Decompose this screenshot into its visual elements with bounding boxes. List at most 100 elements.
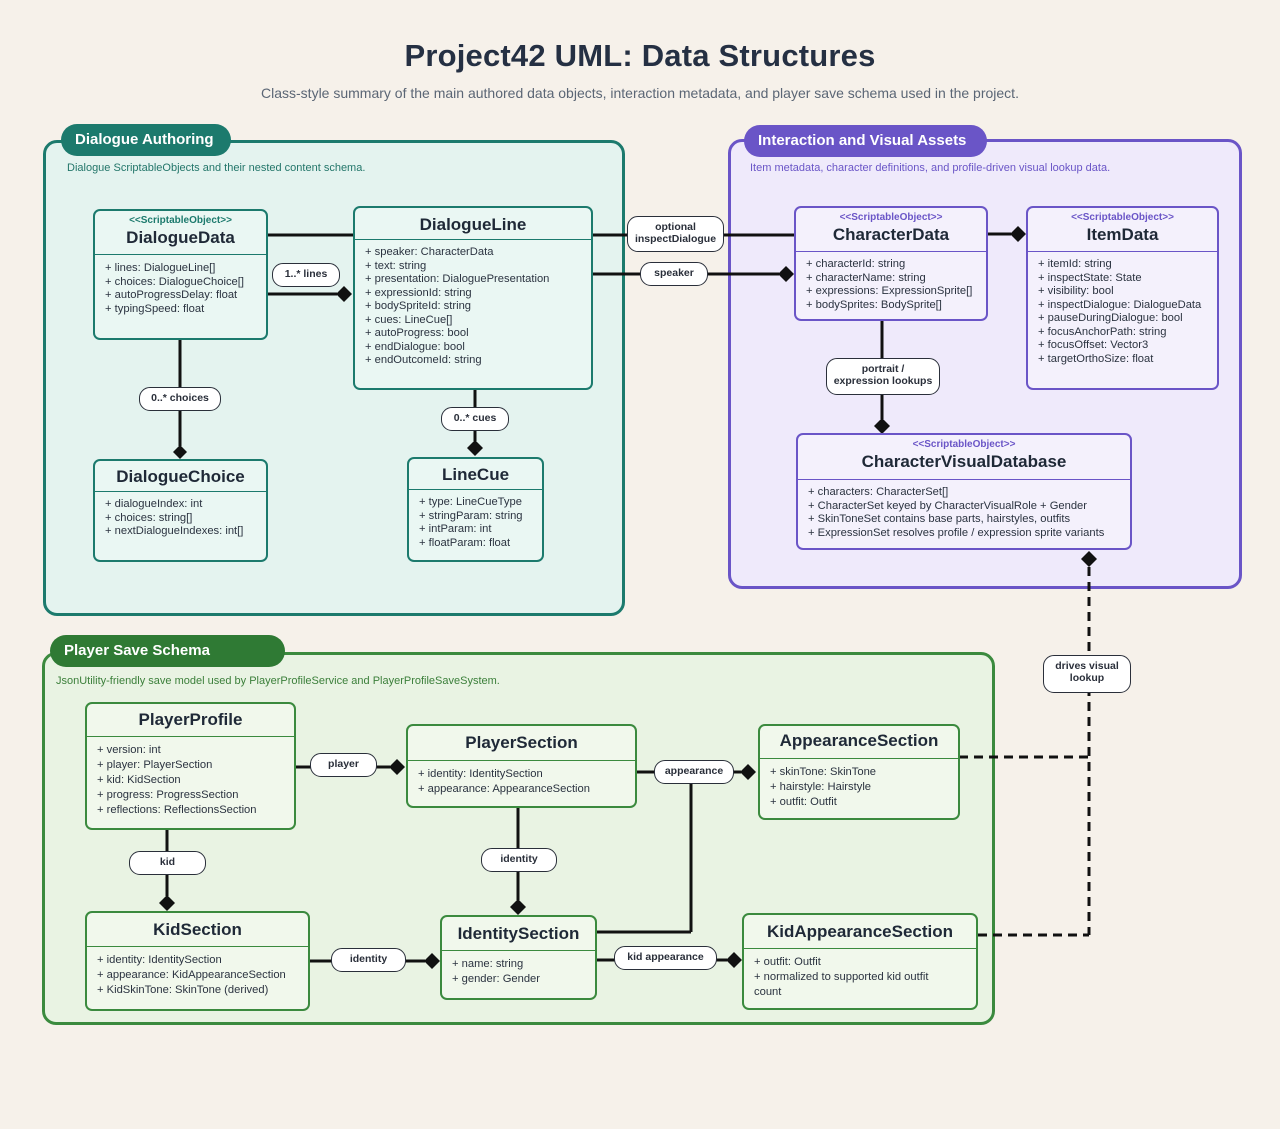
- class-name: DialogueChoice: [116, 467, 245, 486]
- class-kid-section: KidSection + identity: IdentitySection +…: [85, 911, 310, 1011]
- relation-label-line: lookup: [1069, 672, 1105, 684]
- attribute: + SkinToneSet contains base parts, hairs…: [808, 513, 1071, 525]
- attribute: + cues: LineCue[]: [365, 313, 453, 326]
- relation-label-lines: 1..* lines: [272, 263, 340, 287]
- attribute: + inspectDialogue: DialogueData: [1038, 298, 1202, 311]
- class-player-section: PlayerSection + identity: IdentitySectio…: [406, 724, 637, 808]
- attribute: + bodySprites: BodySprite[]: [806, 298, 942, 311]
- stereotype-label: <<ScriptableObject>>: [1071, 212, 1174, 223]
- attribute: + type: LineCueType: [419, 496, 522, 508]
- relation-label-kid-appearance: kid appearance: [614, 946, 717, 970]
- diamond-marker: [389, 759, 405, 775]
- diamond-marker: [740, 764, 756, 780]
- attribute: + expressions: ExpressionSprite[]: [806, 285, 973, 297]
- attribute: + version: int: [97, 744, 161, 756]
- relation-label-speaker: speaker: [640, 262, 708, 286]
- relation-label-optional-inspect-dialogue: optional inspectDialogue: [627, 216, 724, 252]
- attribute: + characterName: string: [806, 271, 926, 284]
- attribute: + choices: string[]: [105, 511, 193, 524]
- attribute: + reflections: ReflectionsSection: [97, 804, 257, 816]
- attribute: + ExpressionSet resolves profile / expre…: [808, 526, 1105, 539]
- relation-label-line: optional: [655, 221, 696, 233]
- attribute: + choices: DialogueChoice[]: [105, 275, 244, 288]
- class-name: CharacterVisualDatabase: [861, 452, 1067, 471]
- attribute: + intParam: int: [419, 523, 492, 535]
- attribute: + characters: CharacterSet[]: [808, 486, 949, 498]
- class-name: AppearanceSection: [779, 731, 939, 750]
- attribute: + text: string: [365, 259, 427, 272]
- relation-label-line: expression lookups: [833, 375, 933, 387]
- class-line-cue: LineCue + type: LineCueType + stringPara…: [407, 457, 544, 562]
- attribute: count: [754, 986, 782, 998]
- diamond-marker: [874, 418, 890, 434]
- package-desc-save: JsonUtility-friendly save model used by …: [56, 675, 500, 687]
- attribute: + player: PlayerSection: [97, 759, 213, 771]
- relation-label-line: drives visual: [1055, 660, 1119, 672]
- diamond-marker: [159, 895, 175, 911]
- diamond-marker: [726, 952, 742, 968]
- attribute: + outfit: Outfit: [770, 796, 837, 808]
- attribute: + identity: IdentitySection: [418, 768, 543, 780]
- package-desc-dialogue: Dialogue ScriptableObjects and their nes…: [67, 162, 366, 174]
- class-identity-section: IdentitySection + name: string + gender:…: [440, 915, 597, 1000]
- diamond-marker: [467, 440, 483, 456]
- class-name: LineCue: [441, 465, 510, 484]
- attribute: + nextDialogueIndexes: int[]: [105, 525, 244, 537]
- page-subtitle: Class-style summary of the main authored…: [261, 85, 1019, 101]
- attribute: + autoProgressDelay: float: [105, 289, 238, 301]
- attribute: + inspectState: State: [1038, 271, 1142, 284]
- package-desc-interaction: Item metadata, character definitions, an…: [750, 162, 1111, 174]
- diamond-marker: [778, 266, 794, 282]
- attribute: + KidSkinTone: SkinTone (derived): [97, 984, 269, 996]
- package-tab-dialogue: Dialogue Authoring: [61, 124, 231, 156]
- attribute: + autoProgress: bool: [365, 327, 469, 339]
- relation-label-appearance: appearance: [654, 760, 734, 784]
- attribute: + itemId: string: [1038, 258, 1112, 270]
- attribute: + skinTone: SkinTone: [770, 766, 877, 778]
- relation-label-line: inspectDialogue: [634, 233, 717, 245]
- class-dialogue-choice: DialogueChoice + dialogueIndex: int + ch…: [93, 459, 268, 562]
- attribute: + name: string: [452, 958, 524, 970]
- class-appearance-section: AppearanceSection + skinTone: SkinTone +…: [758, 724, 960, 820]
- class-character-visual-database: <<ScriptableObject>> CharacterVisualData…: [796, 433, 1132, 550]
- attribute: + characterId: string: [806, 258, 906, 270]
- stereotype-label: <<ScriptableObject>>: [912, 439, 1016, 450]
- attribute: + normalized to supported kid outfit: [754, 971, 929, 983]
- package-tab-interaction: Interaction and Visual Assets: [744, 125, 987, 157]
- attribute: + bodySpriteId: string: [365, 300, 472, 312]
- relation-label-choices: 0..* choices: [139, 387, 221, 411]
- class-dialogue-line: DialogueLine + speaker: CharacterData + …: [353, 206, 593, 390]
- class-player-profile: PlayerProfile + version: int + player: P…: [85, 702, 296, 830]
- attribute: + focusOffset: Vector3: [1038, 339, 1149, 351]
- attribute: + visibility: bool: [1038, 285, 1114, 297]
- relation-label-identity: identity: [331, 948, 406, 972]
- class-name: IdentitySection: [457, 924, 580, 943]
- attribute: + dialogueIndex: int: [105, 498, 203, 510]
- class-character-data: <<ScriptableObject>> CharacterData + cha…: [794, 206, 988, 321]
- relation-label-line: portrait /: [861, 363, 905, 375]
- diamond-marker: [173, 445, 187, 459]
- relation-label-identity: identity: [481, 848, 557, 872]
- stereotype-label: <<ScriptableObject>>: [839, 212, 943, 223]
- relation-label-drives-visual-lookup: drives visual lookup: [1043, 655, 1131, 693]
- class-name: PlayerSection: [465, 733, 578, 752]
- attribute: + typingSpeed: float: [105, 302, 205, 315]
- attribute: + targetOrthoSize: float: [1038, 352, 1154, 365]
- stereotype-label: <<ScriptableObject>>: [129, 215, 232, 226]
- diamond-marker: [1081, 551, 1097, 567]
- page-title: Project42 UML: Data Structures: [404, 38, 876, 73]
- class-name: DialogueData: [126, 228, 235, 247]
- attribute: + pauseDuringDialogue: bool: [1038, 312, 1183, 324]
- class-name: ItemData: [1086, 225, 1159, 244]
- class-name: KidAppearanceSection: [766, 922, 954, 941]
- attribute: + lines: DialogueLine[]: [105, 262, 216, 274]
- attribute: + appearance: KidAppearanceSection: [97, 969, 286, 981]
- class-name: KidSection: [153, 920, 242, 939]
- attribute: + kid: KidSection: [97, 774, 181, 786]
- class-name: DialogueLine: [419, 215, 527, 234]
- attribute: + stringParam: string: [419, 509, 523, 522]
- attribute: + floatParam: float: [419, 536, 511, 549]
- attribute: + identity: IdentitySection: [97, 954, 222, 966]
- attribute: + outfit: Outfit: [754, 956, 821, 968]
- attribute: + gender: Gender: [452, 973, 541, 985]
